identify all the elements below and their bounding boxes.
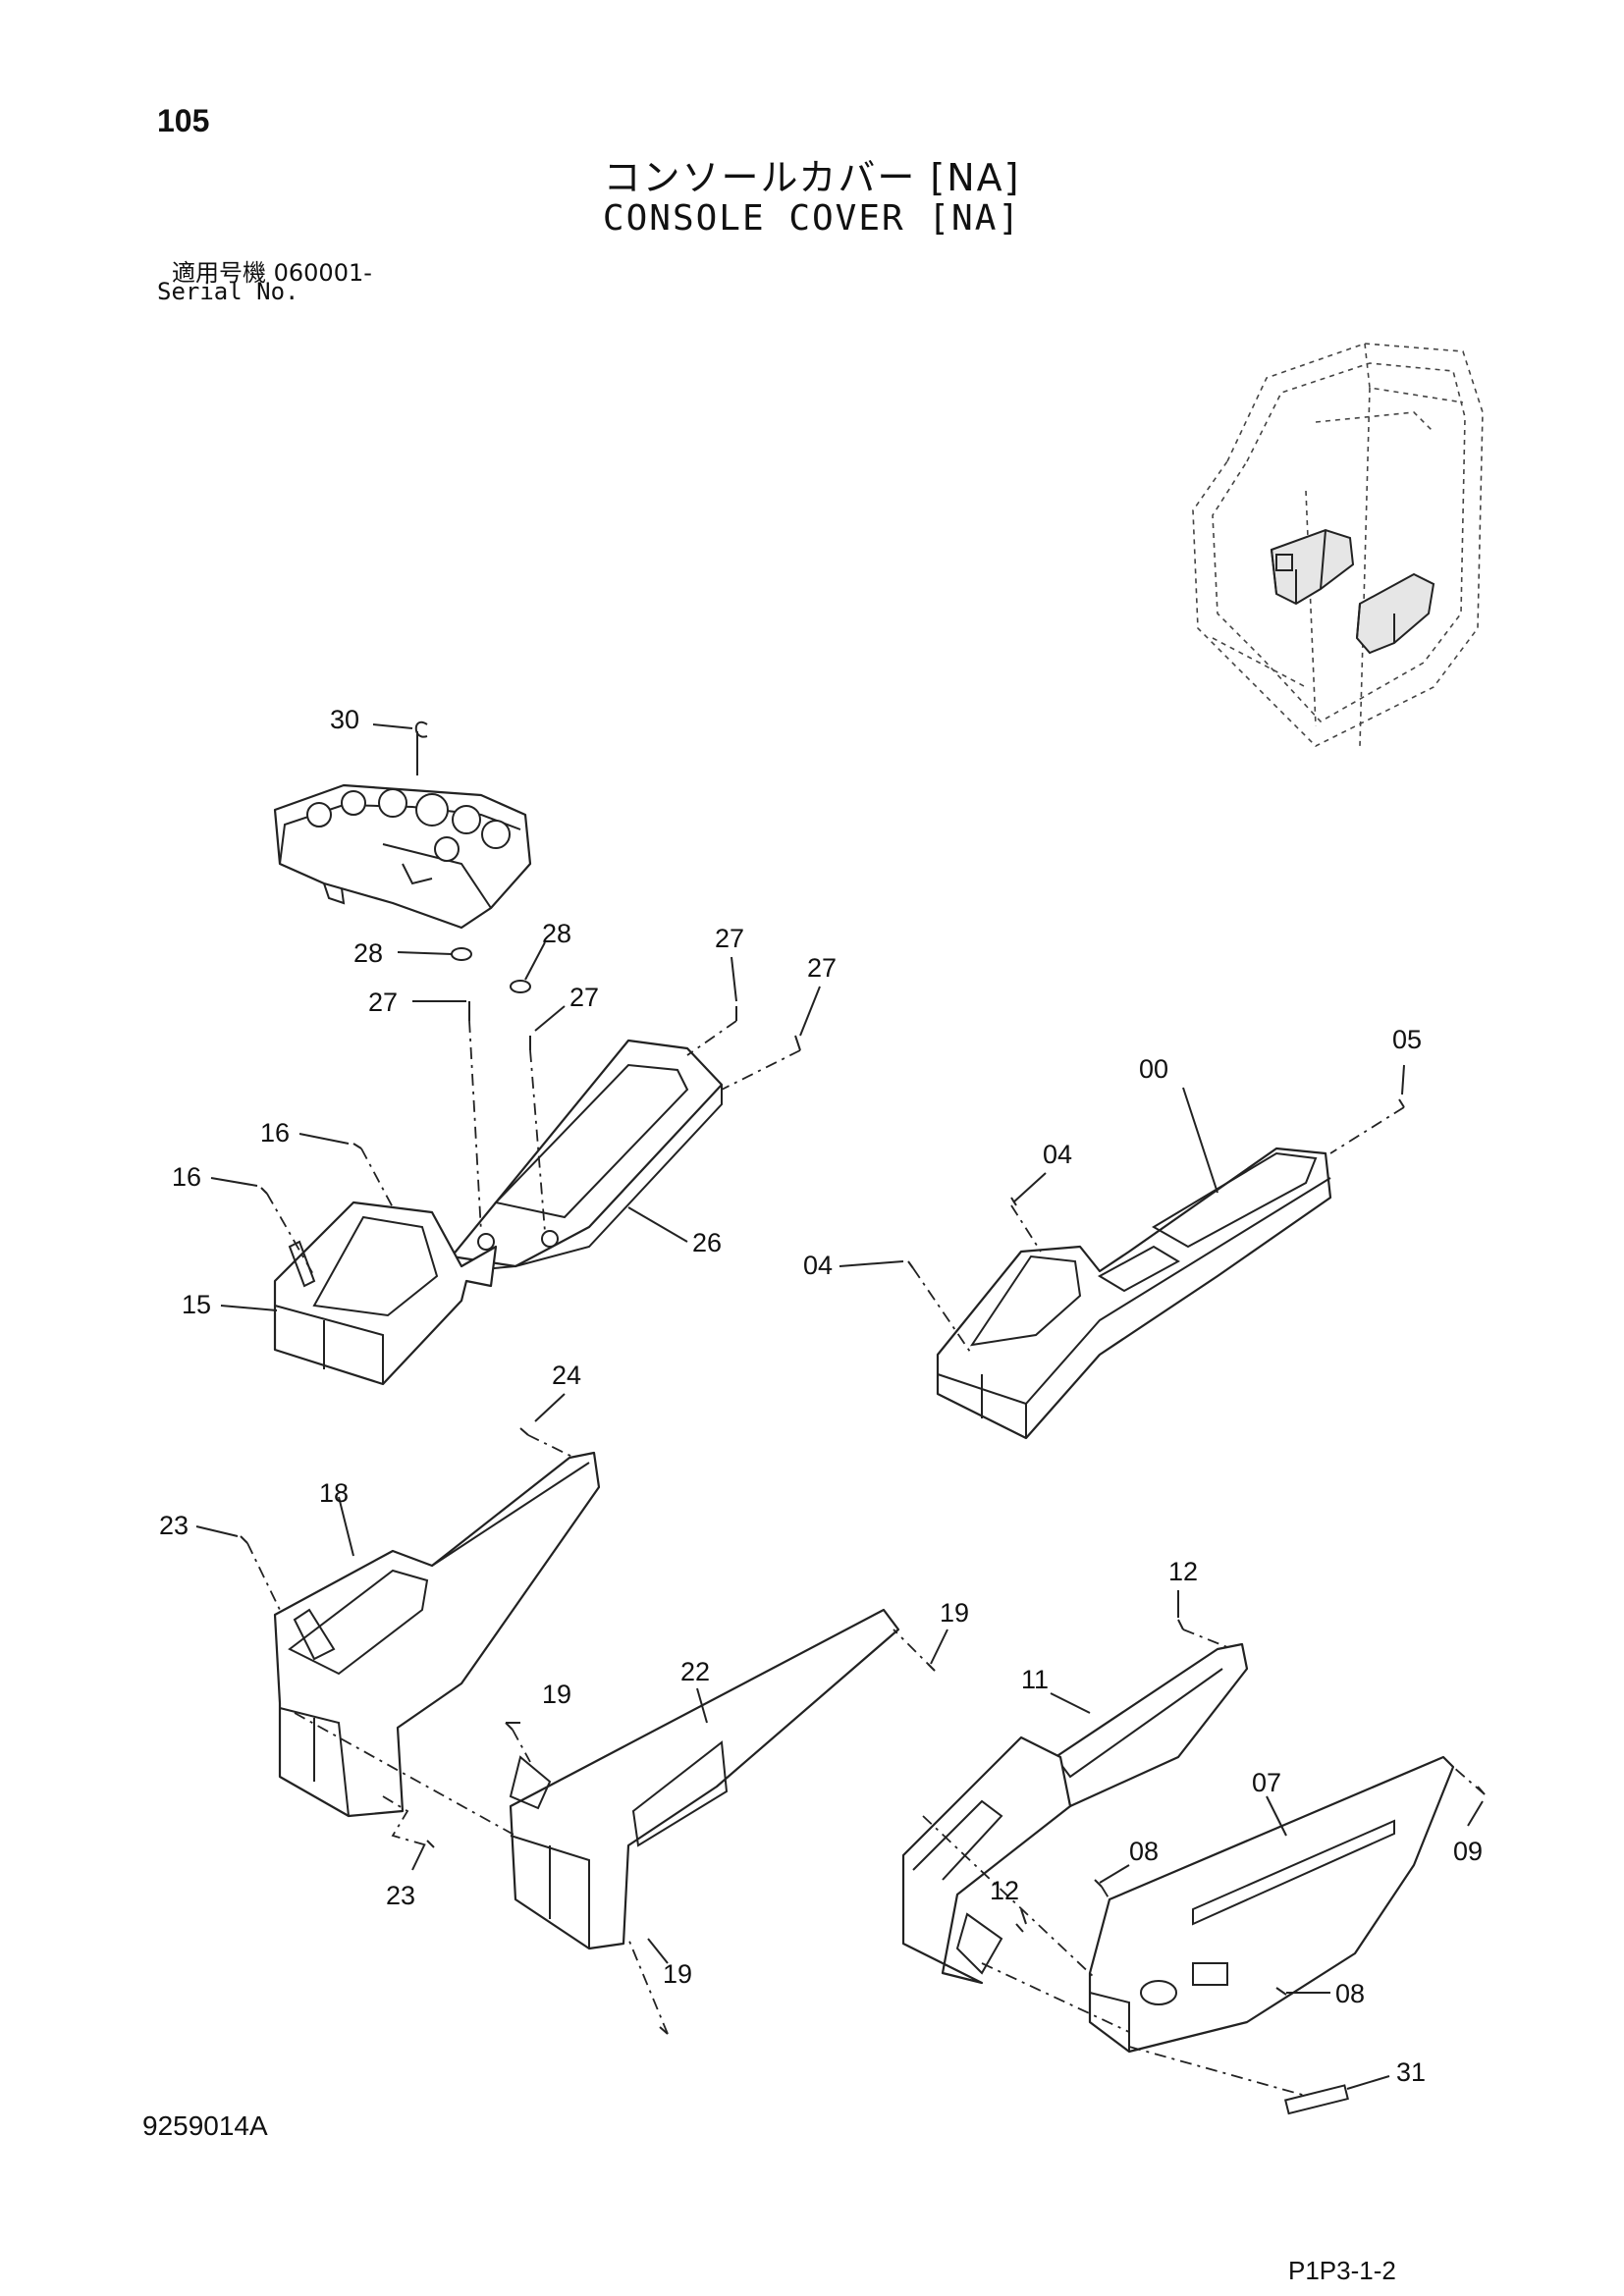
callout-16-upper: 16 bbox=[260, 1118, 290, 1148]
callout-27-middle: 27 bbox=[569, 983, 599, 1012]
callout-05: 05 bbox=[1392, 1025, 1422, 1054]
side-cover-18 bbox=[273, 1451, 601, 1818]
document-code: 9259014A bbox=[142, 2110, 268, 2141]
clip-part-30-icon bbox=[414, 721, 428, 738]
controller-assembly bbox=[273, 783, 532, 930]
callout-00: 00 bbox=[1139, 1054, 1168, 1084]
callout-27-upper: 27 bbox=[715, 924, 744, 953]
callout-26: 26 bbox=[692, 1228, 722, 1257]
cab-console-left-icon bbox=[1270, 528, 1355, 606]
callout-04-upper: 04 bbox=[1043, 1140, 1072, 1169]
callout-19-right: 19 bbox=[940, 1598, 969, 1628]
console-top-cover-26 bbox=[450, 1039, 724, 1273]
callout-23-upper: 23 bbox=[159, 1511, 189, 1540]
serial-label-japanese: 適用号機 060001- bbox=[172, 259, 372, 287]
console-assembly-00 bbox=[936, 1147, 1332, 1440]
page-code: P1P3-1-2 bbox=[1288, 2256, 1396, 2285]
callout-31: 31 bbox=[1396, 2057, 1426, 2087]
callout-30: 30 bbox=[330, 705, 359, 734]
callout-24: 24 bbox=[552, 1361, 581, 1390]
callout-16-lower: 16 bbox=[172, 1162, 201, 1192]
page-number: 105 bbox=[157, 103, 210, 138]
cab-console-right-icon bbox=[1355, 572, 1435, 655]
callout-28-right: 28 bbox=[542, 919, 571, 948]
console-front-piece-15 bbox=[273, 1201, 498, 1386]
callout-27-right: 27 bbox=[807, 953, 837, 983]
serial-label-english: Serial No. bbox=[157, 278, 299, 305]
cab-inset-illustration bbox=[1192, 343, 1484, 747]
callout-19-bottom: 19 bbox=[663, 1959, 692, 1989]
callout-11: 11 bbox=[1021, 1665, 1049, 1694]
callout-28-left: 28 bbox=[353, 938, 383, 968]
side-cover-07 bbox=[901, 1735, 1455, 2054]
callout-08-upper: 08 bbox=[1129, 1837, 1159, 1866]
callout-22: 22 bbox=[680, 1657, 710, 1686]
callout-15: 15 bbox=[182, 1290, 211, 1319]
callout-04-lower: 04 bbox=[803, 1251, 833, 1280]
leader-lines bbox=[195, 723, 1484, 2090]
callout-08-lower: 08 bbox=[1335, 1979, 1365, 2008]
callout-19-left: 19 bbox=[542, 1680, 571, 1709]
callout-18: 18 bbox=[319, 1478, 349, 1508]
callout-09: 09 bbox=[1453, 1837, 1483, 1866]
upper-panel-11 bbox=[1054, 1642, 1249, 1808]
callout-23-lower: 23 bbox=[386, 1881, 415, 1910]
callout-labels: 30 28 28 27 27 27 27 16 16 15 26 00 05 0… bbox=[159, 705, 1483, 2087]
side-cover-22 bbox=[509, 1608, 900, 1950]
callout-12-upper: 12 bbox=[1168, 1557, 1198, 1586]
callout-27-left: 27 bbox=[368, 988, 398, 1017]
page-title-japanese: コンソールカバー [NA] bbox=[603, 156, 1021, 199]
page-title-english: CONSOLE COVER [NA] bbox=[602, 198, 1022, 239]
assembly-lines bbox=[246, 1020, 1486, 2097]
callout-07: 07 bbox=[1252, 1768, 1281, 1797]
callout-12-lower: 12 bbox=[990, 1876, 1019, 1905]
